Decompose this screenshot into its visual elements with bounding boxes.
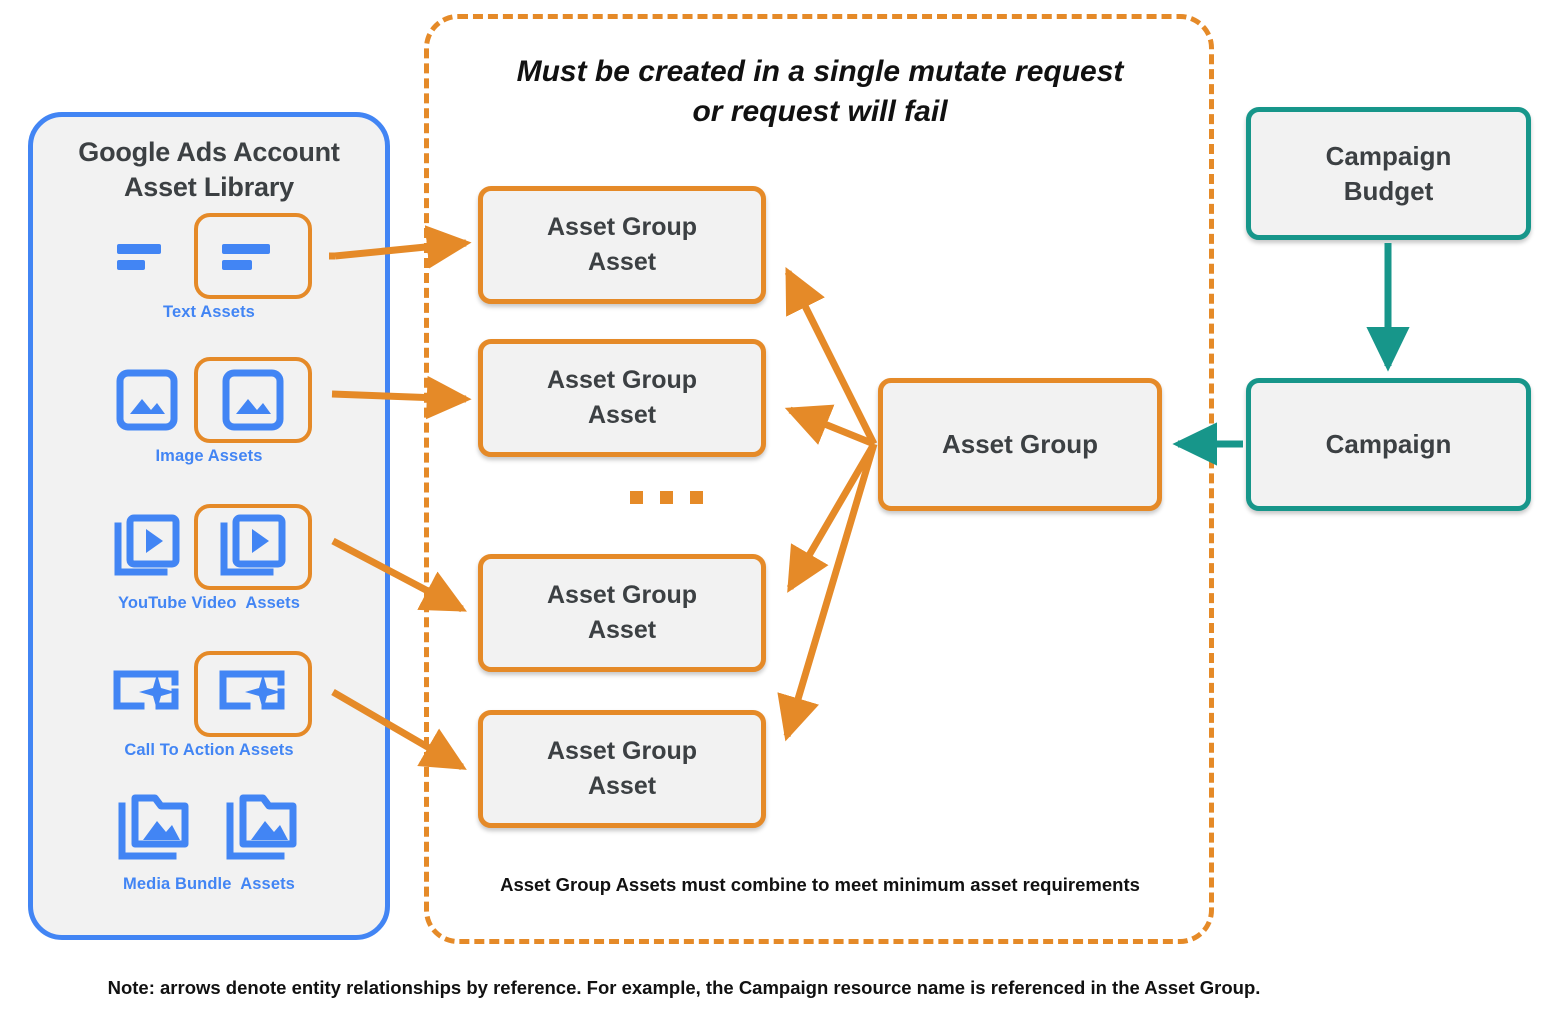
- asset-group-asset-node-4[interactable]: Asset Group Asset: [478, 710, 766, 828]
- ellipsis-dot-2: [660, 491, 673, 504]
- asset-row-media-bundle: Media Bundle Assets: [33, 785, 385, 894]
- asset-label-media-bundle: Media Bundle Assets: [123, 875, 295, 893]
- youtube-video-asset-icon-highlighted: [194, 504, 312, 590]
- asset-group-asset-node-3-line-1: Asset Group: [546, 580, 698, 609]
- asset-group-asset-node-1[interactable]: Asset Group Asset: [478, 186, 766, 304]
- call-to-action-asset-icon: [106, 653, 188, 735]
- asset-icons-youtube-video: [33, 504, 385, 590]
- asset-row-call-to-action: Call To Action Assets: [33, 651, 385, 760]
- campaign-node[interactable]: Campaign: [1246, 378, 1531, 511]
- asset-library-title-line-2: Asset Library: [124, 171, 294, 202]
- media-bundle-asset-icon-2: [222, 787, 304, 869]
- campaign-budget-node-line-1: Campaign: [1325, 141, 1452, 172]
- asset-label-youtube-video: YouTube Video Assets: [117, 594, 301, 612]
- media-bundle-asset-icon: [114, 787, 196, 869]
- asset-label-image: Image Assets: [155, 447, 263, 465]
- asset-group-asset-node-4-line-2: Asset: [587, 772, 657, 800]
- ellipsis-dot-1: [630, 491, 643, 504]
- asset-group-asset-node-2[interactable]: Asset Group Asset: [478, 339, 766, 457]
- text-asset-icon: [106, 215, 188, 297]
- mutate-request-title-line-2: or request will fail: [692, 94, 948, 128]
- mutate-request-footnote: Asset Group Assets must combine to meet …: [500, 874, 1140, 895]
- asset-library-title-line-1: Google Ads Account: [78, 137, 340, 167]
- asset-library-panel: Google Ads Account Asset Library: [28, 112, 390, 940]
- asset-label-text: Text Assets: [163, 303, 255, 321]
- asset-group-node-label: Asset Group: [941, 429, 1099, 459]
- asset-group-asset-node-1-line-1: Asset Group: [546, 212, 698, 241]
- mutate-request-title-line-1: Must be created in a single mutate reque…: [516, 55, 1124, 88]
- campaign-budget-node[interactable]: Campaign Budget: [1246, 107, 1531, 240]
- image-asset-icon-highlighted: [194, 357, 312, 443]
- mutate-request-container: [424, 14, 1214, 944]
- mutate-request-title: Must be created in a single mutate reque…: [440, 52, 1200, 132]
- asset-group-asset-node-1-line-2: Asset: [587, 248, 657, 276]
- campaign-budget-node-line-2: Budget: [1343, 175, 1434, 206]
- ellipsis-indicator: [630, 491, 703, 504]
- asset-icons-media-bundle: [33, 785, 385, 871]
- asset-icons-call-to-action: [33, 651, 385, 737]
- asset-label-call-to-action: Call To Action Assets: [124, 741, 294, 759]
- asset-group-node[interactable]: Asset Group: [878, 378, 1162, 511]
- ellipsis-dot-3: [690, 491, 703, 504]
- asset-icons-text: [33, 213, 385, 299]
- text-asset-icon-highlighted: [194, 213, 312, 299]
- asset-group-asset-node-3[interactable]: Asset Group Asset: [478, 554, 766, 672]
- asset-group-asset-node-4-line-1: Asset Group: [546, 736, 698, 765]
- footer-note: Note: arrows denote entity relationships…: [107, 977, 1261, 998]
- asset-row-text: Text Assets: [33, 213, 385, 322]
- asset-group-asset-node-2-line-2: Asset: [587, 401, 657, 429]
- asset-group-asset-node-3-line-2: Asset: [587, 616, 657, 644]
- asset-row-image: Image Assets: [33, 357, 385, 466]
- campaign-node-label: Campaign: [1325, 429, 1452, 459]
- youtube-video-asset-icon: [106, 506, 188, 588]
- asset-icons-image: [33, 357, 385, 443]
- asset-row-youtube-video: YouTube Video Assets: [33, 504, 385, 613]
- call-to-action-asset-icon-highlighted: [194, 651, 312, 737]
- asset-group-asset-node-2-line-1: Asset Group: [546, 365, 698, 394]
- image-asset-icon: [106, 359, 188, 441]
- asset-library-title: Google Ads Account Asset Library: [33, 135, 385, 204]
